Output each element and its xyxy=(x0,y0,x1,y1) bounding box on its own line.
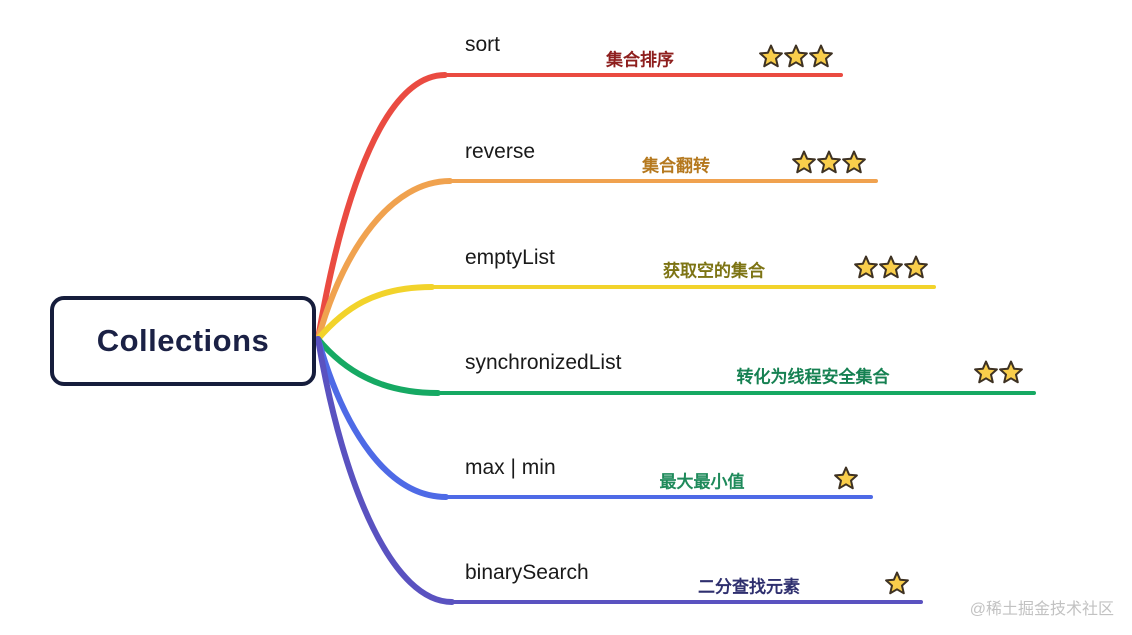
star-icon xyxy=(885,571,909,595)
branch-note-sort[interactable]: 集合排序 xyxy=(606,50,674,70)
branch-curve-synchronizedlist xyxy=(315,336,441,396)
star-icon xyxy=(974,360,998,384)
branch-node-max-min[interactable]: max | min xyxy=(465,456,556,479)
branch-curve-max-min xyxy=(315,336,449,500)
branch-curve-binarysearch xyxy=(315,336,455,605)
branch-note-emptylist[interactable]: 获取空的集合 xyxy=(663,261,765,281)
star-icon xyxy=(759,44,783,68)
branch-curve-reverse xyxy=(315,178,453,342)
star-icon xyxy=(879,255,903,279)
star-icon xyxy=(834,466,858,490)
star-icon xyxy=(809,44,833,68)
branch-curve-sort xyxy=(315,72,448,342)
branch-note-max-min[interactable]: 最大最小值 xyxy=(659,472,745,492)
branch-curve-emptylist xyxy=(315,284,435,342)
star-icon xyxy=(784,44,808,68)
root-node-label: Collections xyxy=(96,323,270,358)
root-node[interactable]: Collections xyxy=(50,296,316,386)
branch-node-reverse[interactable]: reverse xyxy=(465,140,536,163)
watermark-text: @稀土掘金技术社区 xyxy=(969,601,1114,618)
branch-note-synchronizedlist[interactable]: 转化为线程安全集合 xyxy=(736,367,890,387)
star-icon xyxy=(904,255,928,279)
star-icon xyxy=(854,255,878,279)
branch-node-sort[interactable]: sort xyxy=(465,33,501,56)
star-icon xyxy=(817,150,841,174)
branch-node-binarysearch[interactable]: binarySearch xyxy=(465,561,589,584)
branch-node-emptylist[interactable]: emptyList xyxy=(465,246,555,269)
branch-note-reverse[interactable]: 集合翻转 xyxy=(642,156,710,176)
branch-node-synchronizedlist[interactable]: synchronizedList xyxy=(465,351,622,374)
star-icon xyxy=(999,360,1023,384)
star-icon xyxy=(842,150,866,174)
branch-note-binarysearch[interactable]: 二分查找元素 xyxy=(698,577,800,597)
star-icon xyxy=(792,150,816,174)
